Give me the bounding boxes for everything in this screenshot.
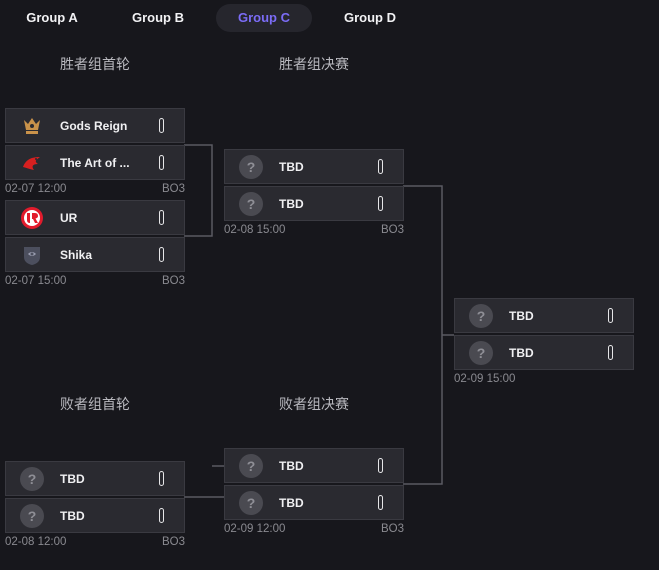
- match-lb1[interactable]: ? TBD ? TBD 02-08 12:00 BO3: [5, 461, 185, 548]
- question-icon: ?: [20, 504, 44, 528]
- score-indicator: [608, 345, 613, 360]
- team-name: TBD: [279, 197, 304, 211]
- score-indicator: [159, 118, 164, 133]
- team-name: TBD: [279, 459, 304, 473]
- round-title-lower-r1: 败者组首轮: [60, 397, 130, 413]
- team-name: TBD: [509, 346, 534, 360]
- team-row[interactable]: ? TBD: [224, 485, 404, 520]
- match-date: 02-09 15:00: [454, 373, 516, 385]
- match-meta: 02-09 15:00: [454, 373, 634, 387]
- score-indicator: [378, 159, 383, 174]
- score-indicator: [159, 155, 164, 170]
- round-title-lower-final: 败者组决赛: [279, 397, 349, 413]
- match-ub2[interactable]: UR Shika 02-07 15:00 BO3: [5, 200, 185, 287]
- team-row[interactable]: Shika: [5, 237, 185, 272]
- question-icon: ?: [469, 341, 493, 365]
- team-name: The Art of ...: [60, 156, 130, 170]
- match-format: BO3: [380, 224, 404, 236]
- score-indicator: [159, 471, 164, 486]
- team-row[interactable]: The Art of ...: [5, 145, 185, 180]
- match-date: 02-07 12:00: [5, 183, 67, 195]
- score-indicator: [378, 495, 383, 510]
- team-row[interactable]: ? TBD: [224, 149, 404, 184]
- question-icon: ?: [239, 155, 263, 179]
- team-name: TBD: [279, 496, 304, 510]
- team-row[interactable]: ? TBD: [224, 448, 404, 483]
- question-icon: ?: [469, 304, 493, 328]
- team-row[interactable]: ? TBD: [224, 186, 404, 221]
- match-meta: 02-08 15:00 BO3: [224, 224, 404, 238]
- team-name: Gods Reign: [60, 119, 128, 133]
- team-name: UR: [60, 211, 78, 225]
- shield-logo: [20, 243, 44, 267]
- match-date: 02-08 15:00: [224, 224, 286, 236]
- score-indicator: [378, 458, 383, 473]
- match-date: 02-08 12:00: [5, 536, 67, 548]
- question-icon: ?: [239, 454, 263, 478]
- match-meta: 02-08 12:00 BO3: [5, 536, 185, 550]
- team-name: TBD: [60, 509, 85, 523]
- team-row[interactable]: ? TBD: [5, 498, 185, 533]
- score-indicator: [159, 210, 164, 225]
- tab-group-a[interactable]: Group A: [26, 10, 78, 25]
- match-format: BO3: [161, 536, 185, 548]
- match-meta: 02-07 15:00 BO3: [5, 275, 185, 289]
- tab-group-d[interactable]: Group D: [344, 10, 396, 25]
- match-lbf[interactable]: ? TBD ? TBD 02-09 12:00 BO3: [224, 448, 404, 535]
- question-icon: ?: [20, 467, 44, 491]
- team-name: TBD: [279, 160, 304, 174]
- match-ubf[interactable]: ? TBD ? TBD 02-08 15:00 BO3: [224, 149, 404, 236]
- match-meta: 02-07 12:00 BO3: [5, 183, 185, 197]
- team-row[interactable]: ? TBD: [454, 298, 634, 333]
- round-title-upper-final: 胜者组决赛: [279, 57, 349, 73]
- score-indicator: [159, 508, 164, 523]
- team-row[interactable]: ? TBD: [454, 335, 634, 370]
- match-ub1[interactable]: Gods Reign The Art of ... 02-07 12:00 BO…: [5, 108, 185, 195]
- ur-logo: [20, 206, 44, 230]
- team-row[interactable]: UR: [5, 200, 185, 235]
- question-icon: ?: [239, 491, 263, 515]
- tab-group-c[interactable]: Group C: [216, 4, 312, 32]
- connector-ub1-ub2: [184, 144, 213, 237]
- match-grand-final[interactable]: ? TBD ? TBD 02-09 15:00: [454, 298, 634, 385]
- team-row[interactable]: ? TBD: [5, 461, 185, 496]
- team-name: TBD: [60, 472, 85, 486]
- match-meta: 02-09 12:00 BO3: [224, 523, 404, 537]
- match-format: BO3: [161, 183, 185, 195]
- score-indicator: [378, 196, 383, 211]
- match-format: BO3: [161, 275, 185, 287]
- group-tabs: Group A Group B Group C Group D: [0, 4, 659, 32]
- tab-group-b[interactable]: Group B: [132, 10, 184, 25]
- connector-ubf-lbf: [403, 185, 443, 485]
- round-title-upper-r1: 胜者组首轮: [60, 57, 130, 73]
- dragon-logo: [20, 151, 44, 175]
- score-indicator: [608, 308, 613, 323]
- match-date: 02-09 12:00: [224, 523, 286, 535]
- team-name: Shika: [60, 248, 93, 262]
- match-format: BO3: [380, 523, 404, 535]
- score-indicator: [159, 247, 164, 262]
- team-row[interactable]: Gods Reign: [5, 108, 185, 143]
- gods-reign-logo: [20, 114, 44, 138]
- match-date: 02-07 15:00: [5, 275, 67, 287]
- team-name: TBD: [509, 309, 534, 323]
- question-icon: ?: [239, 192, 263, 216]
